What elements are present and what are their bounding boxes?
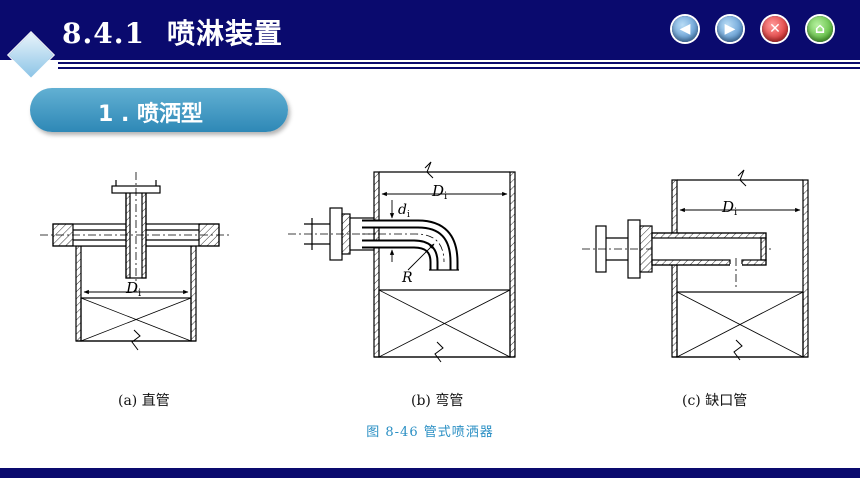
panel-b-caption: (b) 弯管 [411, 393, 464, 409]
panel-c-diagram [582, 169, 809, 361]
page-title: 8.4.1 喷淋装置 [62, 12, 283, 52]
section-heading-label: 1 . 喷洒型 [98, 102, 203, 127]
panel-b-radius-label: R [401, 270, 413, 286]
panel-a-diagram [40, 172, 232, 351]
home-button[interactable]: ⌂ [807, 16, 833, 42]
close-button[interactable]: ✕ [762, 16, 788, 42]
spray-device-diagram: Di Di di R [40, 161, 809, 363]
back-arrow-icon: ◀ [679, 21, 691, 37]
panel-b-diagram [288, 161, 516, 363]
section-number: 8.4.1 [62, 17, 145, 50]
forward-arrow-icon: ▶ [724, 21, 736, 37]
header-bar: 8.4.1 喷淋装置 ◀ ▶ ✕ ⌂ [0, 0, 860, 60]
panel-a-diameter-label: Di [125, 279, 141, 299]
section-heading: 1 . 喷洒型 [30, 88, 288, 132]
panel-b-small-diameter-label: di [398, 202, 410, 220]
close-icon: ✕ [769, 21, 781, 37]
figure-caption: 图 8-46 管式喷洒器 [366, 425, 494, 440]
footer-bar [0, 468, 860, 478]
forward-button[interactable]: ▶ [717, 16, 743, 42]
panel-c-caption: (c) 缺口管 [682, 393, 748, 409]
panel-c-diameter-label: Di [721, 198, 737, 218]
section-title: 喷淋装置 [166, 17, 283, 50]
back-button[interactable]: ◀ [672, 16, 698, 42]
home-icon: ⌂ [814, 21, 826, 37]
panel-a-caption: (a) 直管 [118, 393, 170, 409]
header-divider [58, 67, 860, 69]
header-divider [58, 62, 860, 64]
panel-b-diameter-label: Di [431, 182, 447, 202]
